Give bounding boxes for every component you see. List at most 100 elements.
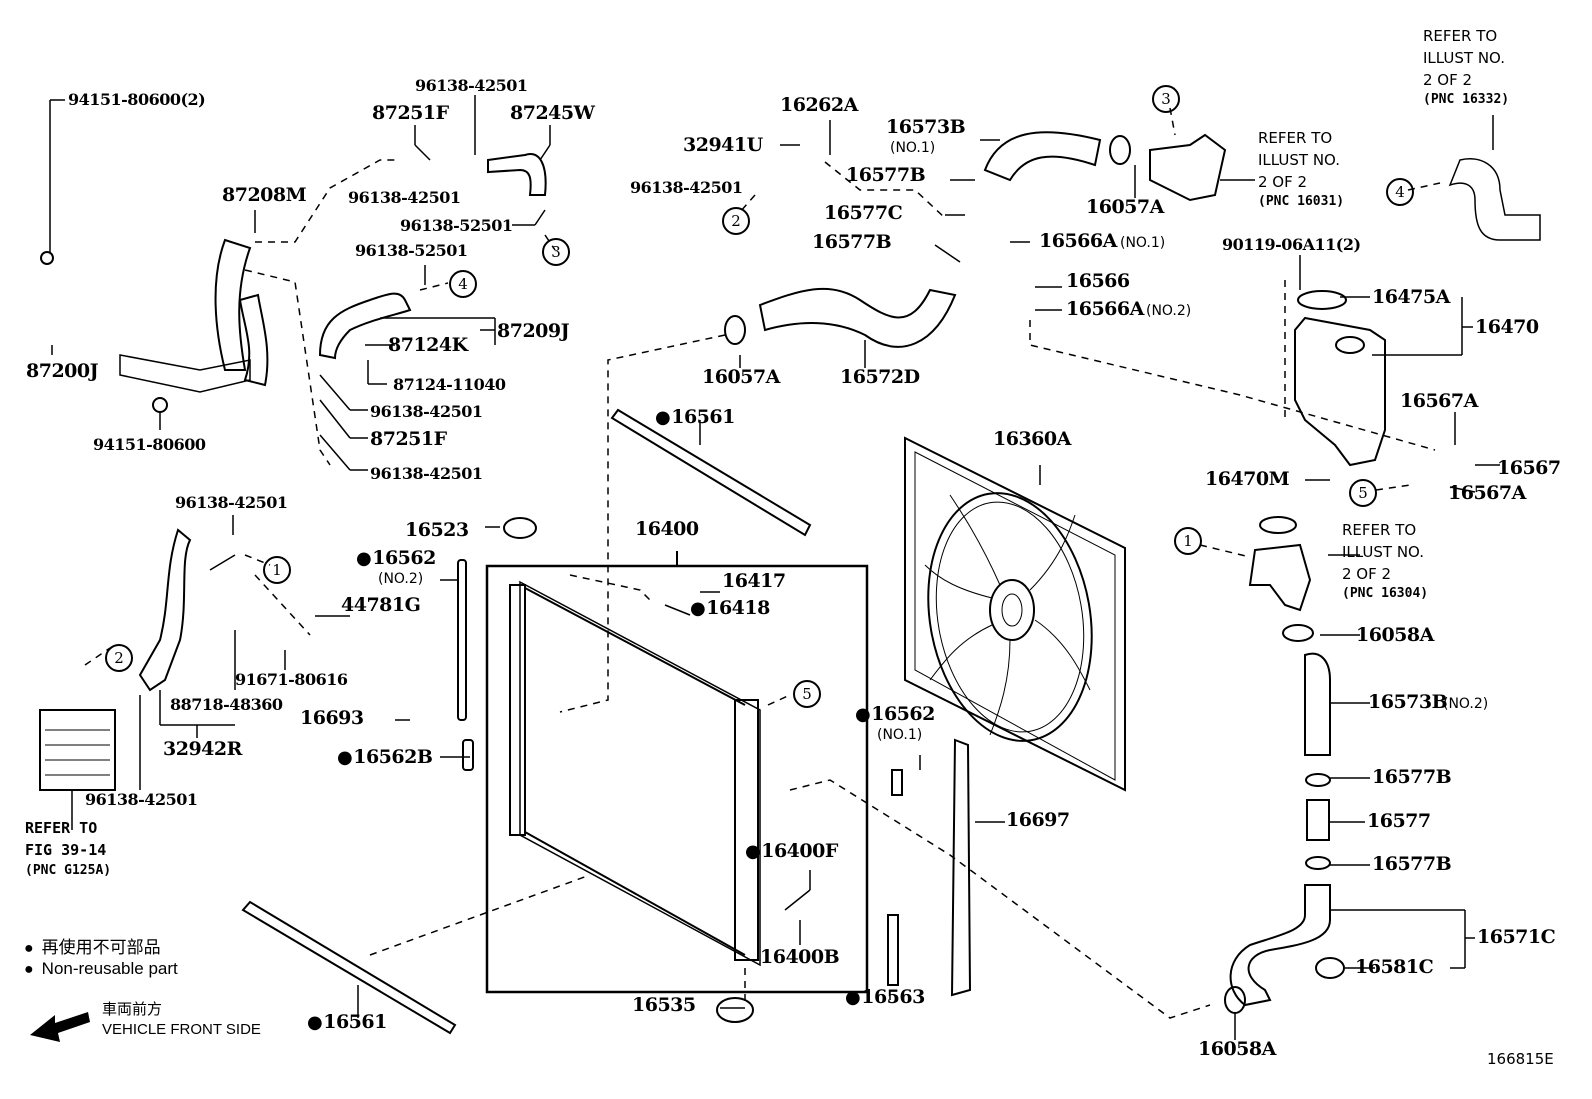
refer-line: 2 OF 2 [1342,564,1392,583]
part-label[interactable]: 16400B [760,946,840,968]
part-label[interactable]: 87124K [388,334,468,356]
part-label[interactable]: 96138-52501 [355,241,468,260]
reservoir-tank-icon [1294,290,1386,467]
part-label[interactable]: 96138-52501 [400,216,513,235]
part-label[interactable]: 16697 [1006,809,1070,831]
part-label[interactable]: 16581C [1355,956,1434,978]
part-label[interactable]: 16057A [702,366,780,388]
part-label[interactable]: 96138-42501 [370,464,483,483]
part-label[interactable]: 16360A [993,428,1071,450]
part-label[interactable]: 16693 [300,707,364,729]
legend-non-reusable-en: ●Non-reusable part [24,959,178,979]
part-label[interactable]: 87208M [222,184,307,206]
part-label[interactable]: 16573B [886,116,966,138]
part-label[interactable]: 16572D [840,366,920,388]
part-label[interactable]: 16523 [405,519,469,541]
refer-note-fig-39-14[interactable]: REFER TO FIG 39-14 (PNC G125A) [25,818,111,880]
part-label[interactable]: 16577C [824,202,903,224]
part-label[interactable]: 16057A [1086,196,1164,218]
refer-line: (PNC 16031) [1258,194,1345,210]
part-label-non-reusable[interactable]: 16561 [307,1013,387,1032]
callout-5[interactable]: 5 [793,680,821,708]
part-label[interactable]: 87209J [497,320,570,342]
refer-line: (PNC 16304) [1342,586,1429,602]
part-label[interactable]: 91671-80616 [235,670,348,689]
part-label[interactable]: 88718-48360 [170,695,283,714]
part-label[interactable]: 87124-11040 [393,375,506,394]
part-label[interactable]: 44781G [341,594,421,616]
refer-note-pnc-16332[interactable]: REFER TO ILLUST NO. 2 OF 2 (PNC 16332) [1423,26,1509,110]
part-label[interactable]: 87245W [510,102,595,124]
callout-2[interactable]: 2 [105,644,133,672]
part-label-non-reusable[interactable]: 16563 [845,988,925,1007]
callout-3[interactable]: 3 [542,238,570,266]
callout-4[interactable]: 4 [1386,178,1414,206]
part-label[interactable]: 90119-06A11(2) [1222,235,1361,254]
callout-3[interactable]: 3 [1152,85,1180,113]
part-label[interactable]: 32942R [163,738,242,760]
part-label[interactable]: 87251F [370,428,447,450]
part-label[interactable]: 94151-80600 [93,435,206,454]
part-label-non-reusable[interactable]: 16562B [337,748,433,767]
refer-line: REFER TO [25,819,98,837]
front-en-text: VEHICLE FRONT SIDE [102,1021,261,1039]
part-label[interactable]: 96138-42501 [175,493,288,512]
part-label[interactable]: 16566A [1066,298,1144,320]
heater-hose-87208M-icon [214,238,252,371]
part-label-non-reusable[interactable]: 16562 [855,705,935,724]
callout-1[interactable]: 1 [1174,527,1202,555]
part-label[interactable]: 16470M [1205,468,1290,490]
refer-note-pnc-16031[interactable]: REFER TO ILLUST NO. 2 OF 2 (PNC 16031) [1258,128,1344,212]
part-label[interactable]: 16577B [1372,766,1452,788]
part-label[interactable]: 16058A [1198,1038,1276,1060]
part-label[interactable]: 16577B [812,231,892,253]
part-label[interactable]: 16571C [1477,926,1556,948]
part-label[interactable]: 16400 [635,518,699,540]
arrow-left-down-icon [30,1012,90,1042]
part-label[interactable]: 96138-42501 [348,188,461,207]
part-note: (NO.2) [1146,303,1192,319]
part-label[interactable]: 16058A [1356,624,1434,646]
callout-4[interactable]: 4 [449,270,477,298]
part-label-non-reusable[interactable]: 16561 [655,408,735,427]
refer-line: FIG 39-14 [25,840,107,859]
part-label-non-reusable[interactable]: 16562 [356,549,436,568]
vehicle-front-side-note: 車両前方 VEHICLE FRONT SIDE [102,1000,261,1041]
part-label[interactable]: 96138-42501 [370,402,483,421]
lower-hose-16571C-icon [1229,884,1331,1007]
part-label[interactable]: 16573B [1368,691,1448,713]
seal-16561-top-icon [610,408,812,537]
refer-note-pnc-16304[interactable]: REFER TO ILLUST NO. 2 OF 2 (PNC 16304) [1342,520,1428,604]
part-label[interactable]: 87251F [372,102,449,124]
part-label[interactable]: 16475A [1372,286,1450,308]
part-label[interactable]: 16535 [632,994,696,1016]
part-label[interactable]: 16417 [722,570,786,592]
part-label-non-reusable[interactable]: 16400F [745,842,838,861]
refer-line: (PNC 16332) [1423,92,1510,108]
refer-line: 2 OF 2 [1258,172,1308,191]
part-label[interactable]: 96138-42501 [415,76,528,95]
part-label-non-reusable[interactable]: 16418 [690,599,770,618]
part-label[interactable]: 16262A [780,94,858,116]
part-label[interactable]: 16567A [1400,390,1478,412]
part-label[interactable]: 16566A [1039,230,1117,252]
part-label[interactable]: 16567A [1448,482,1526,504]
part-label[interactable]: 87200J [26,360,99,382]
part-label[interactable]: 32941U [683,134,763,156]
callout-2[interactable]: 2 [722,207,750,235]
part-label[interactable]: 16567 [1497,457,1561,479]
part-label[interactable]: 16566 [1066,270,1130,292]
refer-line: ILLUST NO. [1423,48,1506,67]
non-reusable-dot-icon: ● [24,940,34,957]
callout-5[interactable]: 5 [1349,479,1377,507]
part-label[interactable]: 16577B [1372,853,1452,875]
part-label[interactable]: 16470 [1475,316,1539,338]
part-label[interactable]: 94151-80600(2) [68,90,206,109]
part-label[interactable]: 16577B [846,164,926,186]
part-label[interactable]: 16577 [1367,810,1431,832]
callout-1[interactable]: 1 [263,556,291,584]
part-label[interactable]: 96138-42501 [85,790,198,809]
part-note: (NO.2) [378,571,424,587]
part-label[interactable]: 96138-42501 [630,178,743,197]
front-jp-text: 車両前方 [102,1001,163,1018]
